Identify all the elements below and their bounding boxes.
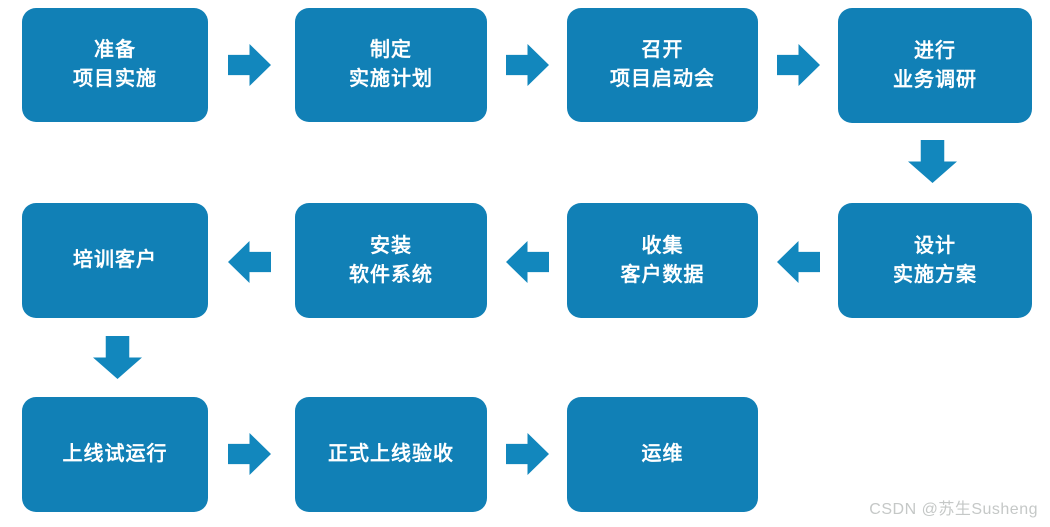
step-label: 运维 — [641, 443, 684, 465]
step-make-implementation-plan: 制定 实施计划 — [295, 8, 487, 122]
arrow-right-icon — [228, 44, 271, 86]
step-design-implementation-plan: 设计 实施方案 — [838, 203, 1032, 318]
step-operations-maintenance: 运维 — [567, 397, 758, 512]
arrow-right-icon — [506, 44, 549, 86]
step-label: 进行 业务调研 — [893, 39, 977, 91]
step-install-software-system: 安装 软件系统 — [295, 203, 487, 318]
step-hold-kickoff-meeting: 召开 项目启动会 — [567, 8, 758, 122]
arrow-right-icon — [228, 433, 271, 475]
step-collect-customer-data: 收集 客户数据 — [567, 203, 758, 318]
arrow-right-icon — [777, 44, 820, 86]
step-launch-trial-run: 上线试运行 — [22, 397, 208, 512]
arrow-left-icon — [506, 241, 549, 283]
arrow-down-icon — [93, 336, 142, 379]
step-label: 上线试运行 — [62, 443, 168, 465]
step-label: 收集 客户数据 — [620, 234, 705, 286]
step-label: 培训客户 — [73, 249, 157, 271]
step-prepare-implementation: 准备 项目实施 — [22, 8, 208, 122]
arrow-down-icon — [908, 140, 957, 183]
step-label: 召开 项目启动会 — [610, 39, 715, 90]
step-official-launch-acceptance: 正式上线验收 — [295, 397, 487, 512]
arrow-right-icon — [506, 433, 549, 475]
step-label: 准备 项目实施 — [73, 39, 157, 90]
step-label: 设计 实施方案 — [893, 234, 977, 286]
step-label: 制定 实施计划 — [349, 39, 433, 90]
arrow-left-icon — [777, 241, 820, 283]
watermark: CSDN @苏生Susheng — [869, 501, 1038, 518]
step-label: 正式上线验收 — [328, 443, 454, 465]
arrow-left-icon — [228, 241, 271, 283]
step-label: 安装 软件系统 — [349, 234, 433, 286]
step-train-customer: 培训客户 — [22, 203, 208, 318]
step-conduct-business-research: 进行 业务调研 — [838, 8, 1032, 123]
